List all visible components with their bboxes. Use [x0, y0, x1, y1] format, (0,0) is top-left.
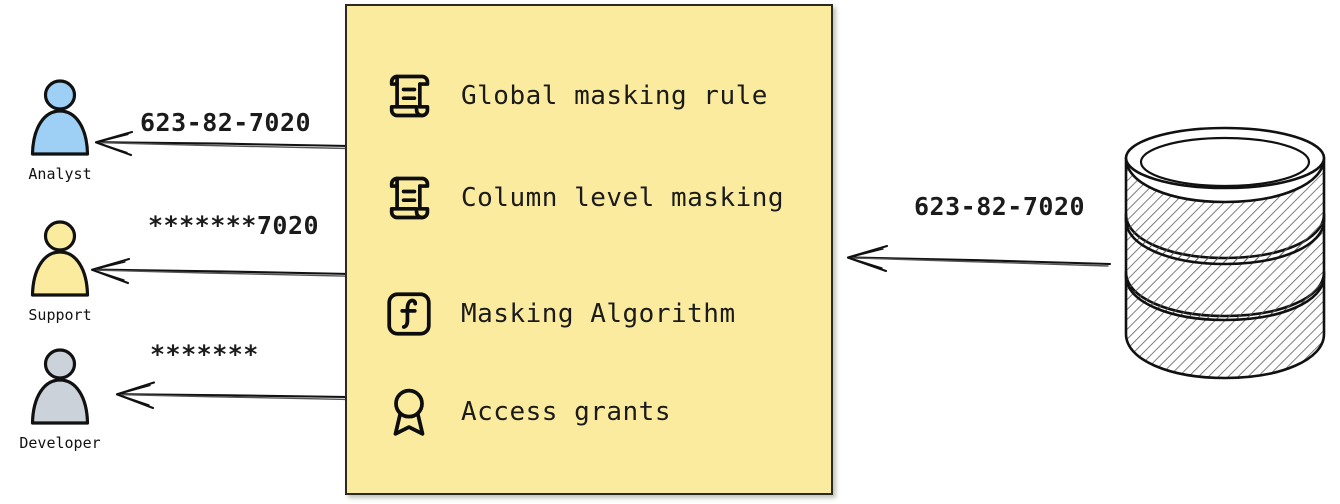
flow-value-database: 623-82-7020	[914, 192, 1086, 221]
actor-label: Support	[28, 306, 92, 324]
panel-row-global-masking-rule[interactable]: Global masking rule	[381, 68, 768, 124]
panel-row-label: Global masking rule	[461, 81, 768, 111]
database-cylinder-icon[interactable]	[1118, 120, 1333, 395]
left-arrow-icon-analyst	[94, 130, 352, 157]
panel-row-column-level-masking[interactable]: Column level masking	[381, 170, 784, 226]
panel-row-masking-algorithm[interactable]: Masking Algorithm	[381, 286, 736, 342]
flow-value-support: *******7020	[148, 211, 320, 240]
actor-label: Developer	[19, 434, 101, 452]
person-icon	[30, 220, 90, 297]
panel-row-label: Access grants	[461, 397, 671, 427]
scroll-icon	[381, 170, 437, 226]
actor-analyst[interactable]: Analyst	[0, 78, 120, 183]
actor-label: Analyst	[28, 165, 92, 183]
function-icon	[381, 286, 437, 342]
left-arrow-icon-developer	[115, 381, 350, 410]
left-arrow-icon-database	[846, 244, 1112, 273]
masking-panel: Global masking rule Column level masking	[345, 4, 833, 495]
panel-row-access-grants[interactable]: Access grants	[381, 384, 671, 440]
actor-support[interactable]: Support	[0, 219, 120, 324]
actor-developer[interactable]: Developer	[0, 347, 120, 452]
left-arrow-icon-support	[90, 257, 353, 285]
award-icon	[381, 384, 437, 440]
person-icon	[30, 348, 90, 425]
panel-row-label: Masking Algorithm	[461, 299, 736, 329]
flow-value-analyst: 623-82-7020	[140, 108, 312, 137]
person-icon	[30, 79, 90, 156]
scroll-icon	[381, 68, 437, 124]
flow-value-developer: *******	[150, 340, 259, 369]
panel-row-label: Column level masking	[461, 183, 785, 213]
